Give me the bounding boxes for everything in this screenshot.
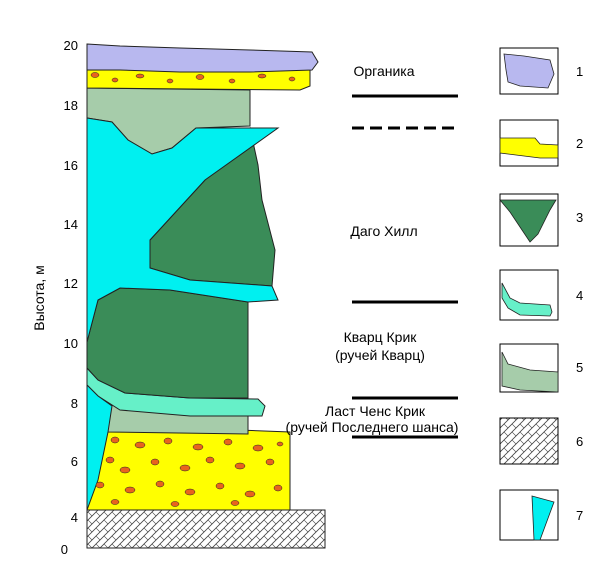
legend: 1 2 3 4 5 6 7	[500, 48, 583, 540]
organic-layer	[87, 44, 318, 72]
legend-number-2: 2	[576, 136, 583, 151]
upper-gravel-layer	[87, 70, 310, 90]
unit-label-kvarts: Кварц Крик	[344, 329, 418, 345]
kvarts-green-layer	[87, 288, 248, 398]
legend-number-7: 7	[576, 508, 583, 523]
y-tick-label: 0	[61, 542, 68, 557]
unit-label-last: Ласт Ченс Крик	[325, 403, 426, 419]
bedrock-layer	[87, 510, 325, 548]
legend-number-3: 3	[576, 210, 583, 225]
y-tick-label: 12	[64, 276, 78, 291]
y-tick-label: 18	[64, 98, 78, 113]
legend-number-5: 5	[576, 360, 583, 375]
legend-hatch-swatch	[500, 418, 558, 464]
legend-number-6: 6	[576, 434, 583, 449]
unit-label-kvarts-sub: (ручей Кварц)	[335, 347, 425, 363]
unit-labels: Органика Даго Хилл Кварц Крик (ручей Ква…	[286, 63, 459, 437]
y-tick-label: 10	[64, 336, 78, 351]
y-tick-label: 6	[71, 454, 78, 469]
legend-number-1: 1	[576, 64, 583, 79]
y-axis-label: Высота, м	[31, 265, 47, 330]
legend-organic-swatch	[504, 54, 554, 88]
y-tick-label: 8	[71, 396, 78, 411]
y-tick-label: 14	[64, 217, 78, 232]
unit-label-last-sub: (ручей Последнего шанса)	[286, 419, 459, 435]
strata-column	[87, 44, 325, 548]
y-tick-label: 20	[64, 38, 78, 53]
legend-number-4: 4	[576, 288, 583, 303]
unit-label-organika: Органика	[353, 63, 414, 79]
y-tick-label: 16	[64, 158, 78, 173]
unit-label-dago: Даго Хилл	[350, 223, 417, 239]
y-tick-label: 4	[71, 510, 78, 525]
y-axis: Высота, м 0 4 6 8 10 12 14 16 18 20	[31, 38, 78, 557]
